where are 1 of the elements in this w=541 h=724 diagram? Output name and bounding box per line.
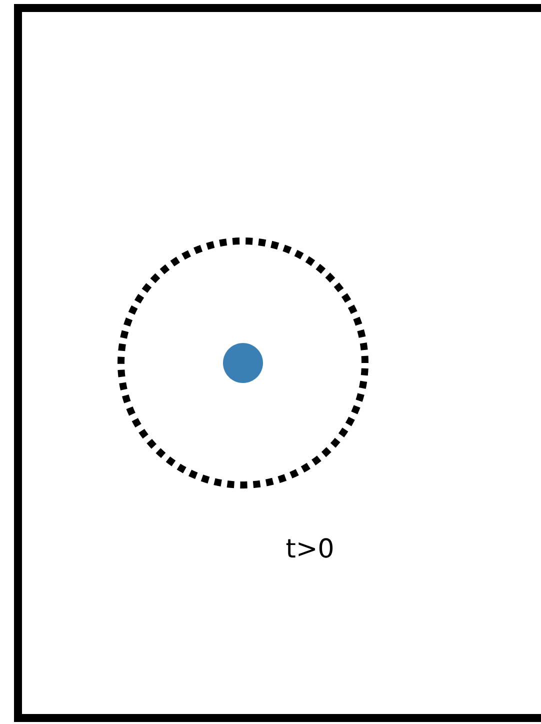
- time-label: t>0: [286, 538, 333, 558]
